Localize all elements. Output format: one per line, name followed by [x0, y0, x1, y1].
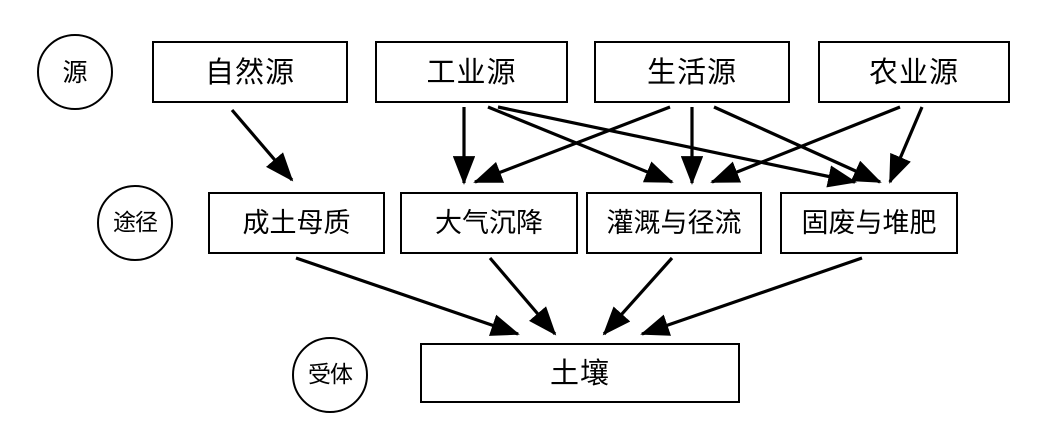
- source-node-label: 农业源: [868, 54, 959, 89]
- arrow-irrigation-to-soil: [602, 256, 674, 336]
- arrow-domestic-to-parent-material: [473, 105, 671, 184]
- pathway-node-parent-material[interactable]: 成土母质: [208, 192, 385, 254]
- arrow-natural-to-parent-material: [230, 108, 294, 182]
- source-node-label: 工业源: [426, 54, 517, 89]
- receptor-node-label: 土壤: [549, 355, 610, 390]
- stage-circle-label: 途径: [113, 209, 158, 236]
- stage-circle-label: 受体: [308, 361, 353, 388]
- pathway-node-label: 灌溉与径流: [606, 207, 742, 239]
- stage-circle-receptor[interactable]: 受体: [292, 337, 368, 413]
- source-node-agriculture[interactable]: 农业源: [818, 41, 1010, 103]
- stage-circle-source[interactable]: 源: [37, 34, 113, 110]
- arrow-agriculture-to-solid-waste: [888, 106, 924, 184]
- source-node-natural[interactable]: 自然源: [152, 41, 348, 103]
- receptor-node-soil[interactable]: 土壤: [420, 343, 740, 403]
- arrow-parent-material-to-soil: [295, 256, 520, 336]
- pathway-node-irrigation[interactable]: 灌溉与径流: [586, 192, 762, 254]
- source-node-label: 自然源: [204, 54, 295, 89]
- pathway-node-atmospheric[interactable]: 大气沉降: [400, 192, 578, 254]
- stage-circle-label: 源: [62, 57, 88, 87]
- source-node-label: 生活源: [646, 54, 737, 89]
- arrow-industrial-to-solid-waste: [497, 105, 857, 188]
- arrow-industrial-to-irrigation: [487, 105, 674, 184]
- stage-circle-pathway[interactable]: 途径: [97, 185, 173, 261]
- pathway-node-solid-waste[interactable]: 固废与堆肥: [780, 192, 958, 254]
- pathway-node-label: 大气沉降: [435, 207, 543, 239]
- arrow-domestic-to-solid-waste: [713, 105, 882, 184]
- arrow-agriculture-to-irrigation: [710, 105, 901, 184]
- pathway-node-label: 固废与堆肥: [801, 207, 937, 239]
- edge-group: [230, 105, 924, 336]
- source-node-domestic[interactable]: 生活源: [594, 41, 790, 103]
- arrow-atmospheric-to-soil: [488, 256, 557, 336]
- arrow-solid-waste-to-soil: [640, 256, 863, 336]
- source-node-industrial[interactable]: 工业源: [375, 41, 568, 103]
- pathway-node-label: 成土母质: [242, 207, 351, 239]
